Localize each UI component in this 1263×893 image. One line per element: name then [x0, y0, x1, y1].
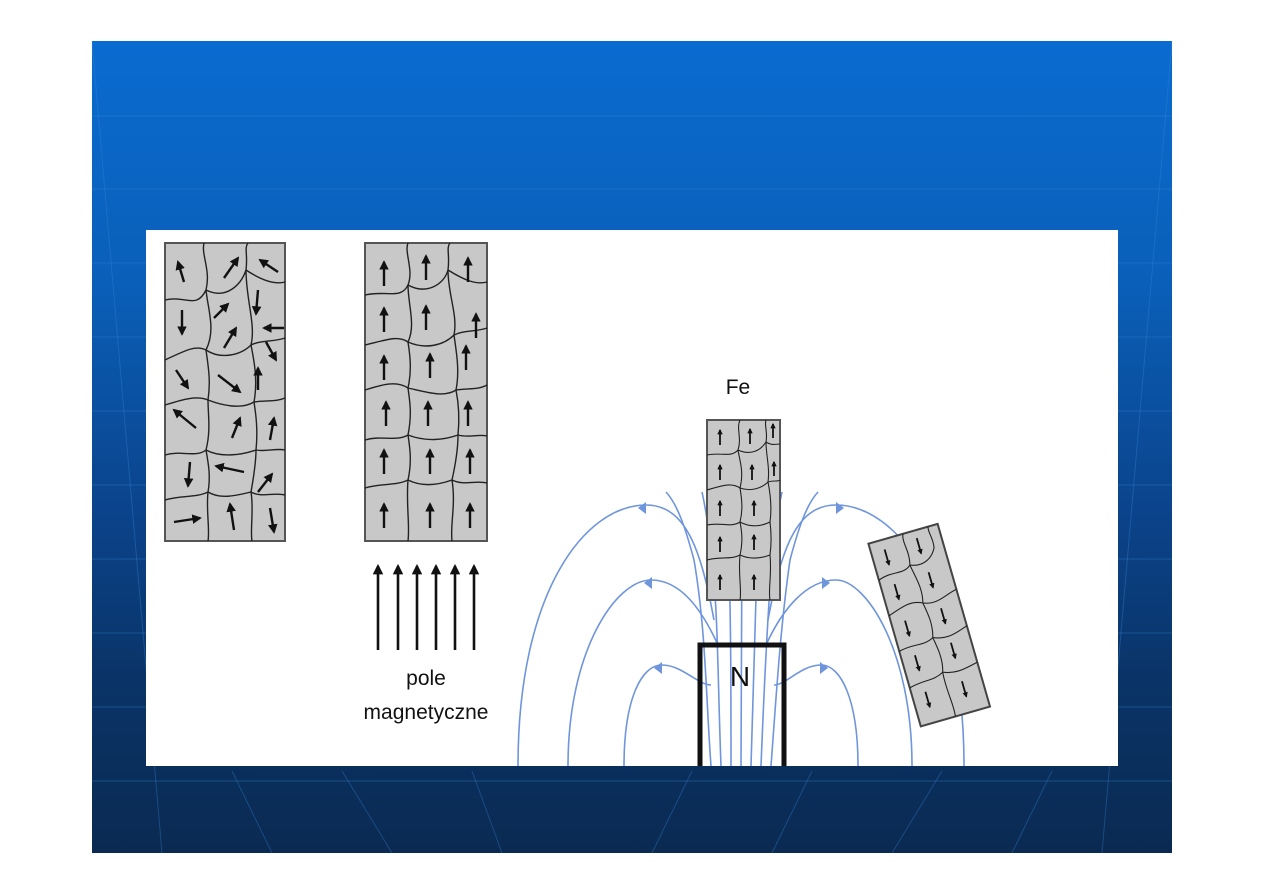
field-direction-arrows: [638, 502, 844, 674]
tilted-sample-domains: [867, 522, 992, 728]
iron-sample-domains: [706, 419, 781, 601]
slide-background: N Fe pole magnetyczne: [92, 41, 1172, 853]
field-label-line2: magnetyczne: [363, 701, 489, 724]
north-pole-label: N: [730, 661, 750, 692]
diagram-panel: N Fe pole magnetyczne: [146, 230, 1118, 766]
diagram-drawing: N: [164, 242, 992, 766]
iron-label: Fe: [725, 376, 751, 399]
unmagnetized-domains: [164, 242, 286, 542]
external-field-arrows: [372, 563, 480, 650]
magnetized-domains: [364, 242, 488, 542]
magnet-north-pole: [697, 642, 787, 766]
field-label-line1: pole: [406, 667, 446, 690]
